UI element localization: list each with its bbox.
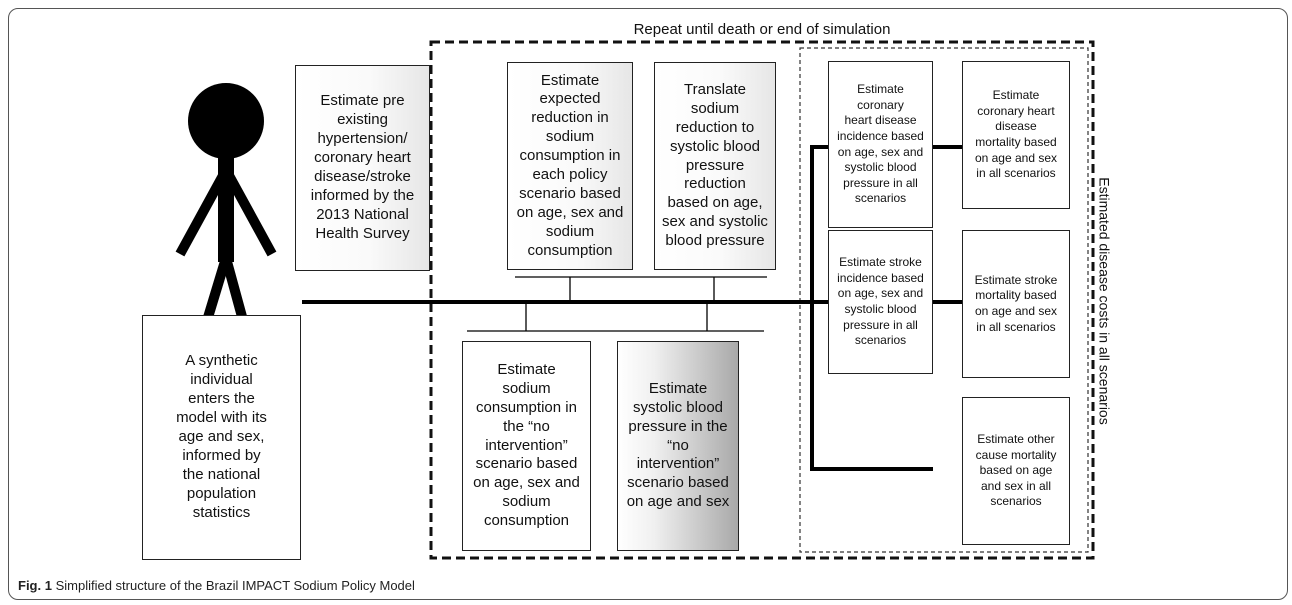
chd-mortality-box: Estimate coronary heart disease mortalit… — [962, 61, 1070, 209]
stroke-mortality-box: Estimate stroke mortality based on age a… — [962, 230, 1070, 378]
figure-frame — [8, 8, 1288, 600]
disease-costs-label: Estimated disease costs in all scenarios — [1096, 86, 1114, 516]
disease-costs-text: Estimated disease costs in all scenarios — [1097, 177, 1114, 425]
disease-branch-connector — [810, 145, 962, 471]
figure-caption-text: Simplified structure of the Brazil IMPAC… — [55, 578, 415, 593]
simulation-loop-label: Repeat until death or end of simulation — [633, 21, 891, 38]
chd-incidence-box: Estimate coronary heart disease incidenc… — [828, 61, 933, 228]
simulation-loop-frame — [429, 40, 1095, 560]
lower-bracket — [467, 302, 764, 332]
figure-label: Fig. 1 — [18, 578, 52, 593]
preexisting-conditions-box: Estimate pre existing hypertension/ coro… — [295, 65, 430, 271]
sodium-no-intervention-box: Estimate sodium consumption in the “no i… — [462, 341, 591, 551]
stroke-incidence-box: Estimate stroke incidence based on age, … — [828, 230, 933, 374]
figure-caption: Fig. 1 Simplified structure of the Brazi… — [18, 578, 415, 593]
expected-sodium-reduction-box: Estimate expected reduction in sodium co… — [507, 62, 633, 270]
upper-bracket — [515, 276, 767, 302]
translate-sodium-to-sbp-box: Translate sodium reduction to systolic b… — [654, 62, 776, 270]
other-cause-mortality-box: Estimate other cause mortality based on … — [962, 397, 1070, 545]
person-stick-figure-icon — [175, 83, 277, 326]
sbp-no-intervention-box: Estimate systolic blood pressure in the … — [617, 341, 739, 551]
synthetic-individual-box: A synthetic individual enters the model … — [142, 315, 301, 560]
